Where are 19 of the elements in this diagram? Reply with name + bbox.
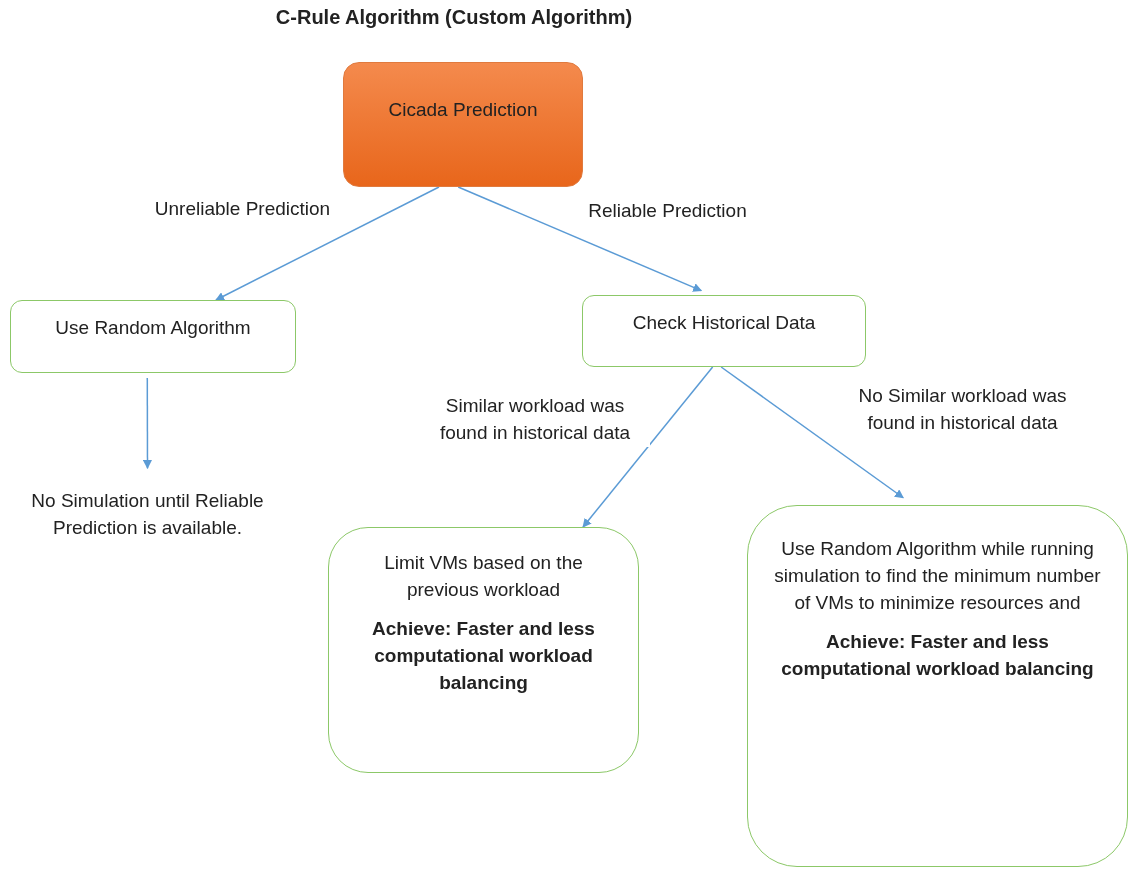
process-box	[328, 527, 639, 773]
arrow	[215, 186, 440, 301]
arrow	[582, 366, 714, 528]
process-box	[582, 295, 866, 367]
process-box	[747, 505, 1128, 867]
arrow	[143, 377, 152, 470]
result-text: Achieve: Faster and less computational workload balancing	[371, 616, 596, 695]
arrow	[457, 186, 703, 292]
node-text: Check Historical Data	[632, 311, 816, 335]
process-box	[343, 62, 583, 187]
process-box	[10, 300, 296, 373]
diagram-title: C-Rule Algorithm (Custom Algorithm)	[274, 6, 634, 29]
arrow	[720, 366, 904, 499]
node-text: Use Random Algorithm	[55, 316, 251, 340]
node-text: Cicada Prediction	[388, 98, 538, 122]
node-text: Use Random Algorithm while running simulation to find the minimum number of VMs to minimize resources and	[774, 537, 1101, 615]
note-text: No Simulation until Reliable Prediction is available.	[30, 489, 265, 540]
result-text: Achieve: Faster and less computational workload balancing	[780, 629, 1095, 681]
node-text: Limit VMs based on the previous workload	[383, 551, 584, 602]
